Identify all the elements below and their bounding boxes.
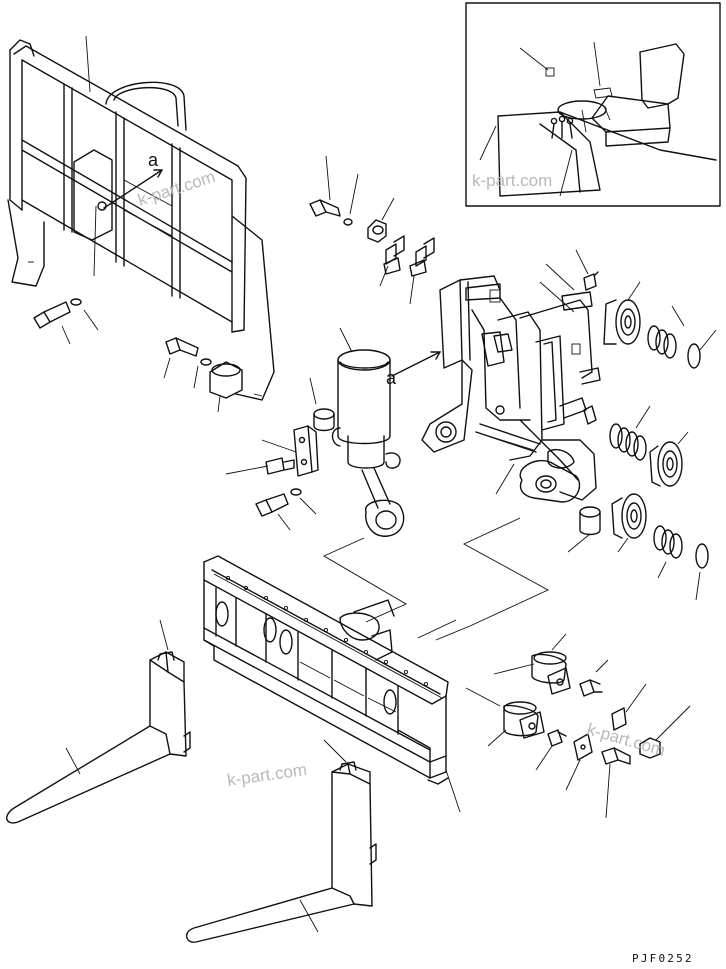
snap-ring-upper [687,329,717,369]
grease-fitting-lower [535,729,567,771]
bolt-top-middle [309,155,395,243]
bolt-lower-right [601,747,631,819]
fork-carriage [203,555,461,813]
bolt-stopper-upper [579,659,609,697]
cylinder-bracket [225,425,319,477]
shim-stack-lower [653,525,683,579]
tilt-cylinder [331,327,405,537]
fork-right [186,739,377,943]
grease-fitting-top-right [575,249,599,291]
bolt-lower-left [255,488,317,531]
inset-frame [465,2,721,207]
arrow-label-a-top: a [148,150,159,170]
sleeve-lower [567,506,601,553]
carriage-bracket: a [386,263,601,503]
watermark-2: k-part.com [472,171,552,190]
shims-top [379,235,435,305]
watermark-1: k-part.com [135,167,217,210]
backrest-grip [105,81,187,131]
inset-levers [551,121,573,139]
inset-seat [639,43,685,109]
fork-left [6,619,191,824]
stopper-pin-upper [531,633,571,695]
shim-stack-upper [647,305,685,359]
load-backrest: a [7,35,275,401]
connection-lines [323,517,549,707]
bolt-left [33,298,99,345]
roller-upper [603,281,641,345]
bolt-spacer-mid [163,337,243,413]
snap-ring-lower [695,543,709,601]
roller-lower [611,493,647,553]
roller-middle [649,431,689,487]
backrest-side-plate [7,199,45,287]
nut-lower-right [639,705,691,759]
cylinder-spacer [309,377,335,432]
watermark-3: k-part.com [226,760,308,790]
direction-arrow-a-top [103,169,163,209]
inset-console [497,111,601,197]
backrest-right-plate [231,215,275,401]
shim-stack-middle [583,405,651,461]
lock-plate-upper [611,683,647,731]
direction-arrow-a-middle [391,351,441,377]
inset-view [465,2,721,207]
lock-plate-lower [565,733,593,791]
drawing-code: PJF0252 [632,952,694,965]
arrow-label-a-middle: a [386,368,397,388]
stopper-pin-lower [487,701,545,747]
